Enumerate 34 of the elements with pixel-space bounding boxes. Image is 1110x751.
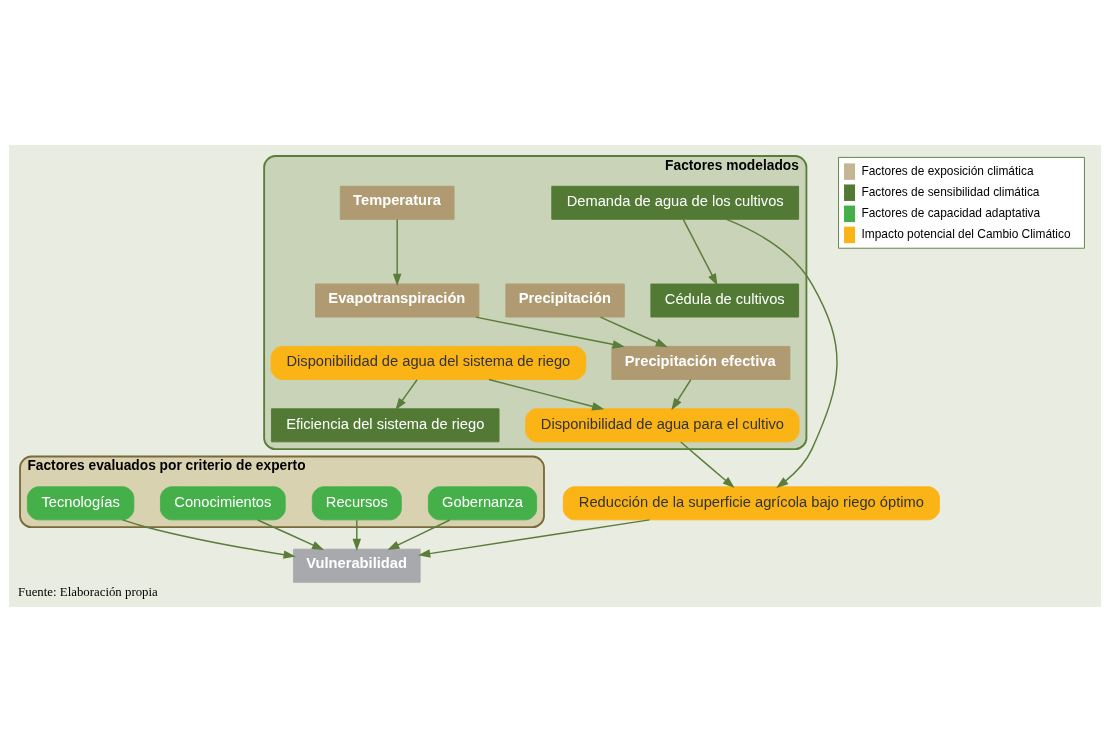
- legend-label: Factores de capacidad adaptativa: [861, 205, 1041, 220]
- arrow: [352, 518, 362, 551]
- node-box: Evapotranspiración: [315, 283, 480, 317]
- node-box: Eficiencia del sistema de riego: [271, 407, 500, 442]
- arrow: [725, 218, 838, 488]
- node-box: Vulnerabilidad: [293, 548, 421, 583]
- arrow: [671, 378, 692, 410]
- node-box: Precipitación: [505, 283, 625, 317]
- arrow: [488, 378, 605, 410]
- caption: Fuente: Elaboración propia: [18, 584, 158, 599]
- arrow: [387, 518, 451, 550]
- arrow: [256, 518, 325, 550]
- arrow: [395, 378, 418, 410]
- arrow: [121, 518, 296, 559]
- arrow: [682, 218, 718, 286]
- arrow: [475, 315, 625, 349]
- node-box: Tecnologías: [26, 485, 135, 520]
- legend-label: Impacto potencial del Cambio Climático: [861, 226, 1071, 241]
- legend-label: Factores de exposición climática: [861, 163, 1034, 178]
- node-box: Disponibilidad de agua del sistema de riego: [270, 345, 587, 380]
- node-box: Conocimientos: [160, 485, 286, 520]
- node-box: Temperatura: [339, 185, 455, 220]
- arrow: [599, 315, 668, 347]
- node-box: Precipitación efectiva: [611, 345, 791, 380]
- node-box: Disponibilidad de agua para el cultivo: [525, 407, 800, 442]
- node-box: Recursos: [311, 485, 402, 520]
- node-box: Reducción de la superficie agrícola bajo riego óptimo: [562, 485, 940, 520]
- arrow: [418, 518, 651, 558]
- arrow: [392, 218, 402, 286]
- arrow: [680, 440, 735, 488]
- legend-label: Factores de sensibilidad climática: [861, 184, 1040, 199]
- node-box: Cédula de cultivos: [650, 283, 800, 317]
- node-box: Gobernanza: [427, 485, 538, 520]
- node-box: Demanda de agua de los cultivos: [551, 185, 800, 220]
